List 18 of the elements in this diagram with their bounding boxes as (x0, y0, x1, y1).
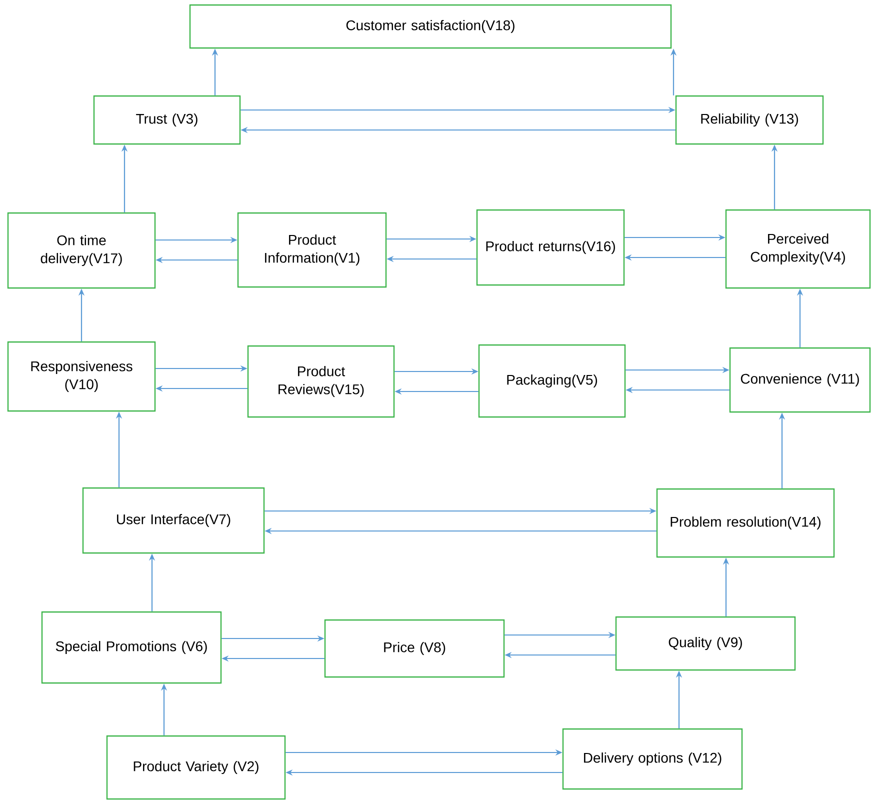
process-box: Delivery options (V12) (562, 728, 743, 790)
process-box: Responsiveness (V10) (7, 341, 156, 412)
process-box: Problem resolution(V14) (656, 488, 835, 558)
process-box: Product Information(V1) (237, 212, 387, 288)
process-box: Price (V8) (324, 619, 505, 678)
process-box: Product Reviews(V15) (247, 345, 395, 418)
process-box: Perceived Complexity(V4) (725, 209, 871, 289)
process-box: Reliability (V13) (675, 95, 824, 145)
process-box: User Interface(V7) (82, 487, 265, 554)
process-box: Product returns(V16) (476, 209, 625, 286)
process-box: Trust (V3) (93, 95, 241, 145)
process-box: On time delivery(V17) (7, 212, 156, 289)
process-box: Quality (V9) (615, 616, 796, 671)
process-box: Convenience (V11) (729, 347, 871, 413)
process-box: Product Variety (V2) (106, 735, 286, 800)
process-box: Special Promotions (V6) (41, 611, 222, 684)
process-box: Packaging(V5) (478, 344, 626, 418)
process-box: Customer satisfaction(V18) (189, 4, 672, 49)
